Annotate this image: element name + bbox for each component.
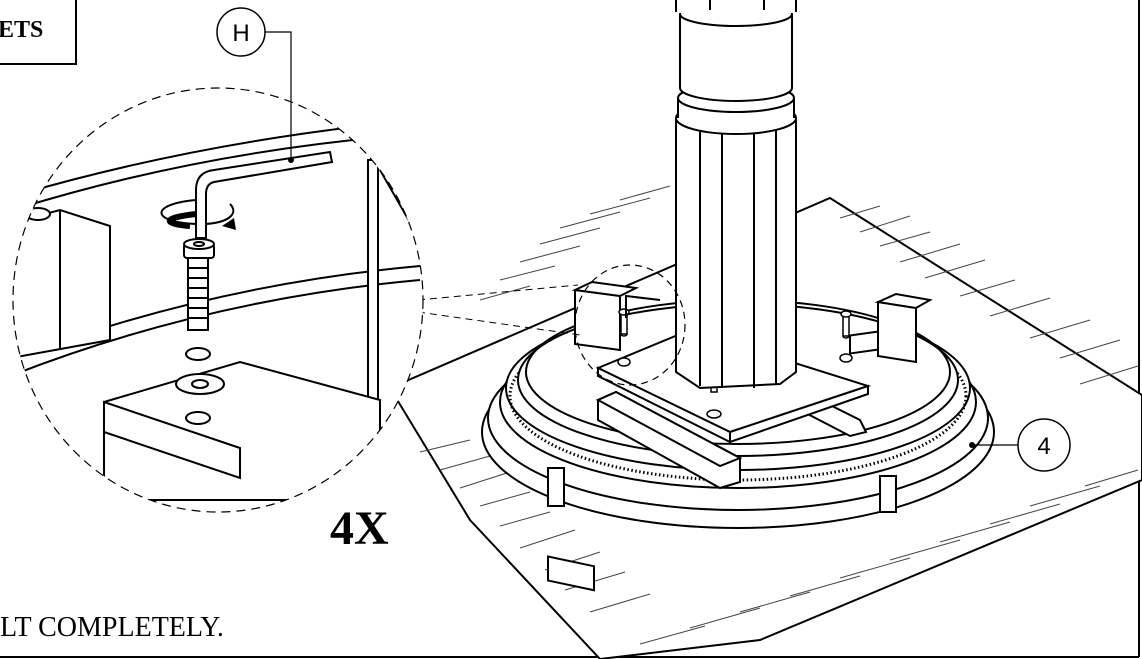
callout-4-label: 4 — [1037, 433, 1050, 460]
hex-key — [195, 150, 334, 239]
lock-washer — [185, 347, 211, 361]
title-text: ETS — [0, 17, 43, 43]
detail-magnifier — [12, 87, 424, 513]
gear-rack — [508, 310, 968, 482]
allen-key-small — [625, 294, 661, 318]
instruction-text: LT COMPLETELY. — [0, 612, 224, 643]
detail-highlight — [574, 264, 686, 386]
callout-h-label: H — [232, 20, 249, 47]
callout-h: H — [216, 7, 294, 163]
cross-beams — [595, 388, 868, 490]
central-column — [675, 0, 797, 390]
quantity-multiplier: 4X — [330, 502, 389, 555]
callout-4: 4 — [969, 418, 1071, 472]
floor-hatching — [419, 185, 1139, 645]
title-box: ETS — [0, 0, 77, 65]
detail-leader-lines — [417, 284, 581, 336]
ring-brackets — [547, 280, 933, 592]
